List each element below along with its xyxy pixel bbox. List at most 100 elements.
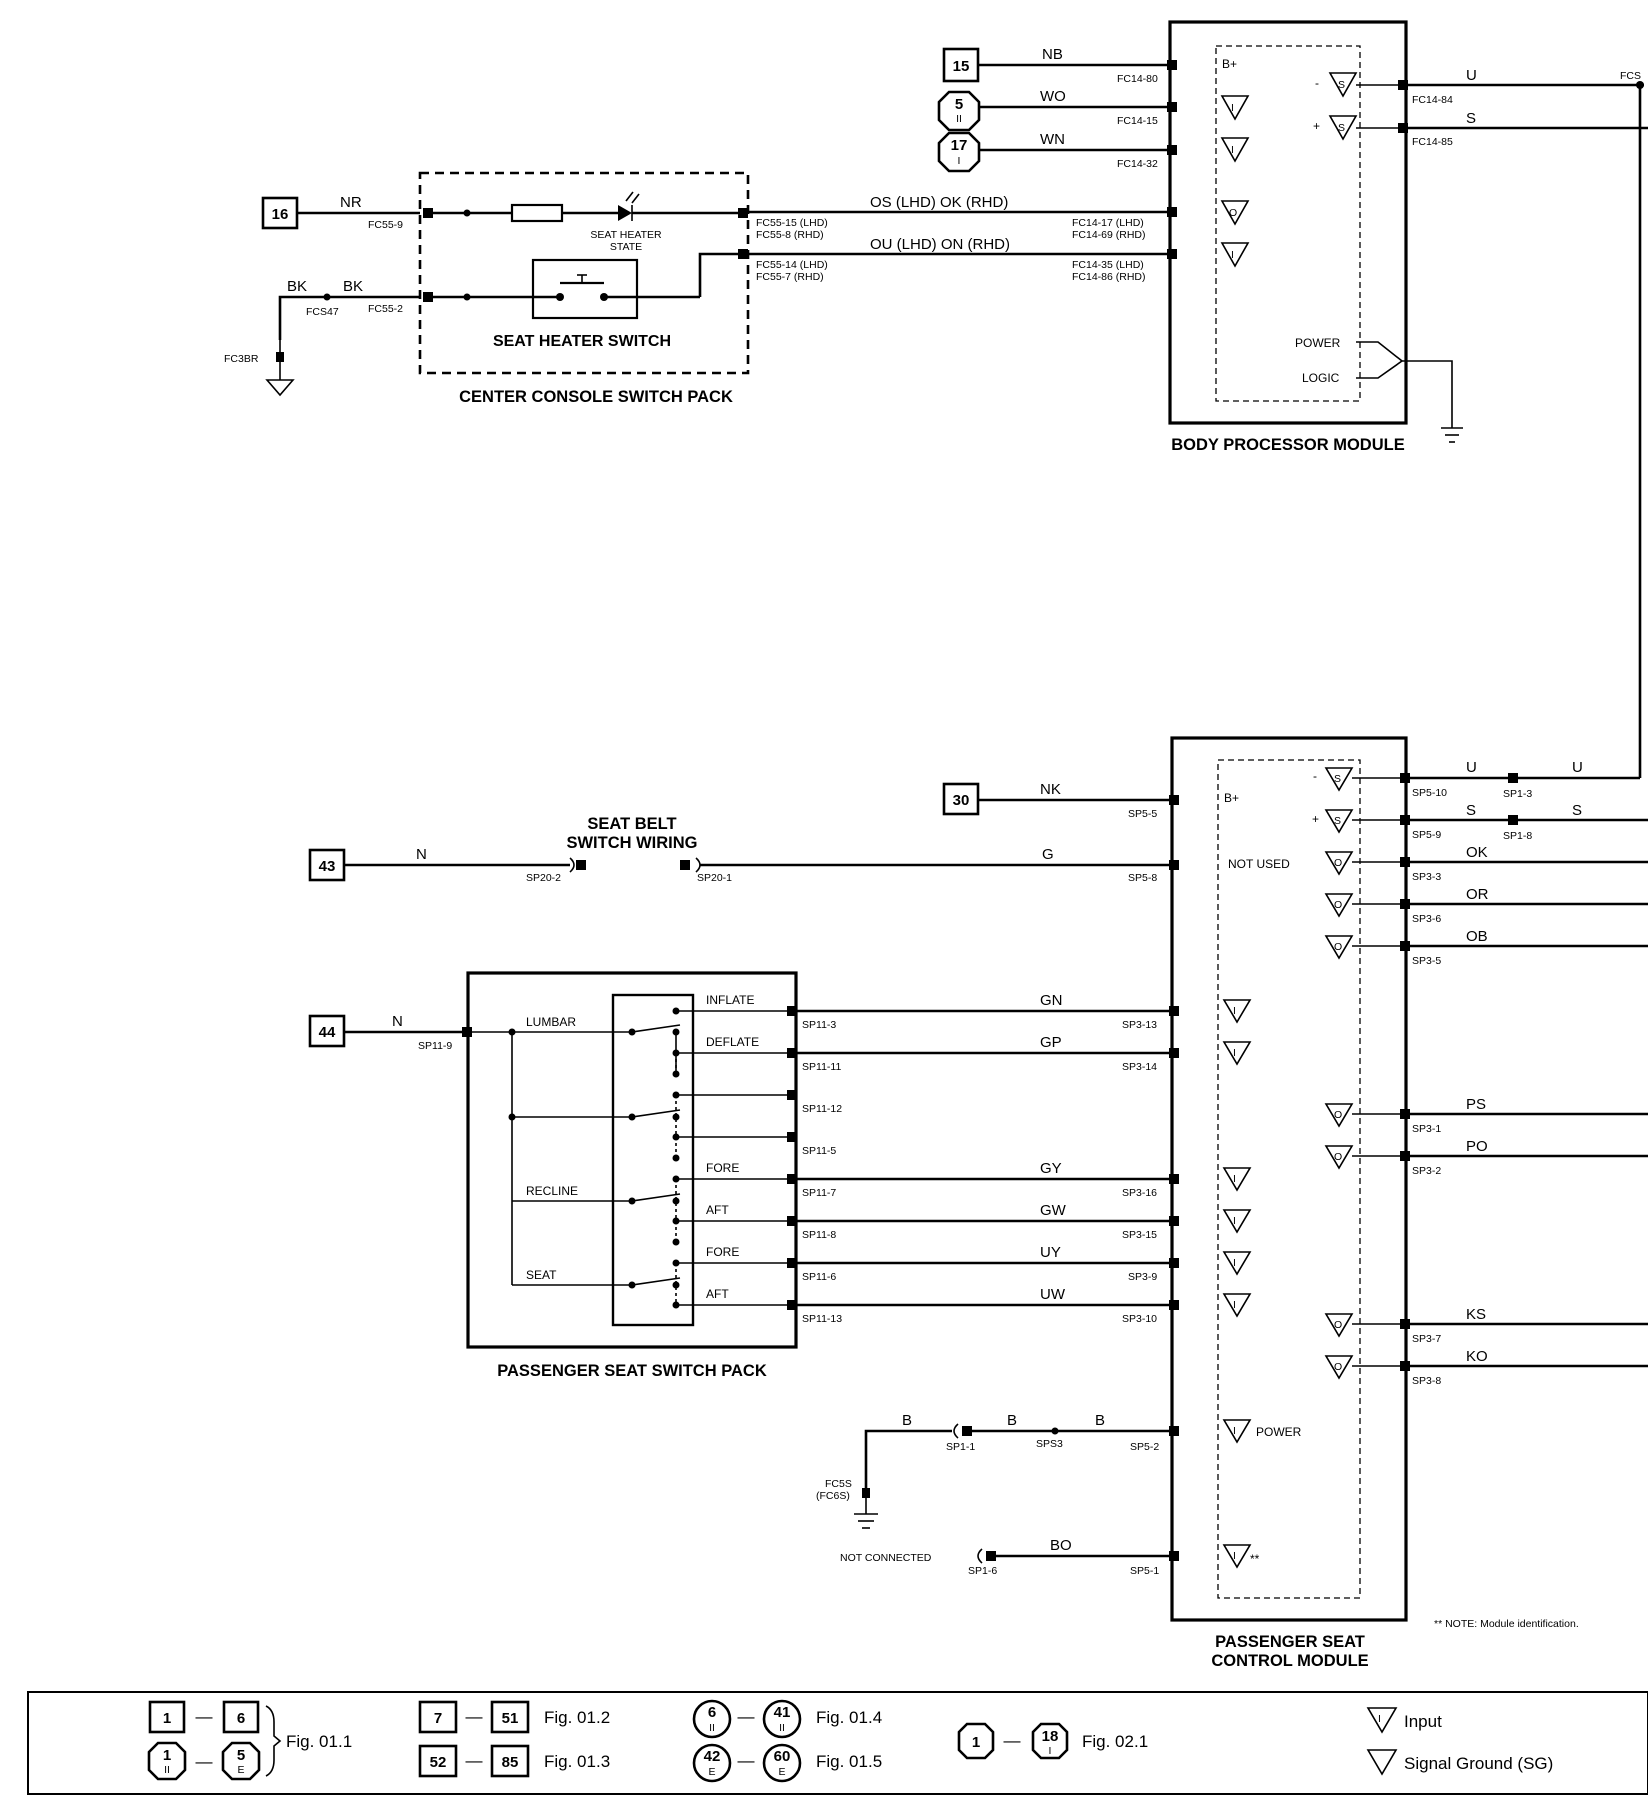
svg-text:SP5-8: SP5-8 bbox=[1128, 872, 1157, 884]
svg-text:OB: OB bbox=[1466, 928, 1488, 945]
svg-text:OR: OR bbox=[1466, 886, 1489, 903]
svg-text:SP11-13: SP11-13 bbox=[802, 1313, 842, 1325]
svg-text:SP5-9: SP5-9 bbox=[1412, 829, 1441, 841]
svg-text:5: 5 bbox=[237, 1747, 245, 1764]
svg-text:WN: WN bbox=[1040, 131, 1065, 148]
svg-text:SP20-1: SP20-1 bbox=[697, 872, 732, 884]
legend-fig-01-4: 6 II — 41 II Fig. 01.4 bbox=[692, 1699, 882, 1739]
svg-text:I: I bbox=[1233, 1047, 1236, 1059]
svg-text:S: S bbox=[1338, 79, 1345, 91]
bpm-right-wires: U FC14-84 FCS S FC14-85 bbox=[1356, 67, 1648, 778]
svg-text:SWITCH WIRING: SWITCH WIRING bbox=[566, 834, 697, 852]
svg-text:-: - bbox=[1313, 769, 1317, 783]
svg-text:—: — bbox=[196, 1707, 213, 1726]
svg-text:I: I bbox=[1378, 1713, 1381, 1725]
bpm-left-wires: NB FC14-80 WO FC14-15 WN FC14-32 OS (LHD… bbox=[749, 46, 1177, 283]
svg-text:SP5-10: SP5-10 bbox=[1412, 787, 1447, 799]
svg-text:Fig. 01.5: Fig. 01.5 bbox=[816, 1752, 882, 1771]
svg-text:WO: WO bbox=[1040, 88, 1066, 105]
svg-text:NK: NK bbox=[1040, 781, 1061, 798]
svg-text:Signal Ground (SG): Signal Ground (SG) bbox=[1404, 1754, 1553, 1773]
svg-text:17: 17 bbox=[951, 137, 968, 154]
ref-box-15: 15 bbox=[942, 47, 980, 83]
svg-text:51: 51 bbox=[502, 1710, 519, 1727]
svg-text:U: U bbox=[1466, 67, 1477, 84]
svg-text:SP11-6: SP11-6 bbox=[802, 1271, 836, 1283]
svg-text:—: — bbox=[196, 1752, 213, 1771]
svg-text:—: — bbox=[466, 1707, 483, 1726]
svg-text:44: 44 bbox=[319, 1024, 336, 1041]
bpm-title: BODY PROCESSOR MODULE bbox=[1171, 436, 1404, 454]
svg-text:S: S bbox=[1466, 802, 1476, 819]
svg-text:BK: BK bbox=[287, 278, 307, 295]
svg-text:FC14-85: FC14-85 bbox=[1412, 136, 1453, 148]
svg-text:18: 18 bbox=[1042, 1728, 1059, 1745]
svg-text:FCS47: FCS47 bbox=[306, 306, 339, 318]
svg-text:N: N bbox=[392, 1013, 403, 1030]
svg-text:U: U bbox=[1572, 759, 1583, 776]
svg-text:SEAT HEATER: SEAT HEATER bbox=[590, 229, 662, 241]
svg-text:O: O bbox=[1334, 1361, 1342, 1373]
svg-text:—: — bbox=[738, 1707, 755, 1726]
svg-text:SP3-15: SP3-15 bbox=[1122, 1229, 1157, 1241]
pssp-contacts: INFLATE DEFLATE FORE AFT FORE AFT SP11-3… bbox=[631, 993, 842, 1325]
body-processor-module: B+ POWER LOGIC BODY PROCESSOR MODULE bbox=[1168, 20, 1463, 454]
svg-text:—: — bbox=[466, 1751, 483, 1770]
svg-text:E: E bbox=[237, 1764, 244, 1776]
svg-text:NOT CONNECTED: NOT CONNECTED bbox=[840, 1552, 932, 1564]
svg-text:SP11-5: SP11-5 bbox=[802, 1145, 836, 1157]
svg-text:FC14-86 (RHD): FC14-86 (RHD) bbox=[1072, 271, 1146, 283]
svg-text:DEFLATE: DEFLATE bbox=[706, 1035, 759, 1049]
svg-text:60: 60 bbox=[774, 1748, 791, 1765]
svg-text:U: U bbox=[1466, 759, 1477, 776]
svg-text:S: S bbox=[1466, 110, 1476, 127]
svg-text:SP3-6: SP3-6 bbox=[1412, 913, 1441, 925]
svg-text:B: B bbox=[1095, 1412, 1105, 1429]
svg-text:SP11-3: SP11-3 bbox=[802, 1019, 836, 1031]
svg-text:FORE: FORE bbox=[706, 1245, 739, 1259]
svg-text:16: 16 bbox=[272, 206, 289, 223]
svg-text:(FC6S): (FC6S) bbox=[816, 1490, 850, 1502]
svg-text:I: I bbox=[1233, 1173, 1236, 1185]
svg-text:SP1-6: SP1-6 bbox=[968, 1565, 997, 1577]
svg-text:—: — bbox=[738, 1751, 755, 1770]
svg-text:II: II bbox=[956, 113, 962, 125]
svg-text:E: E bbox=[708, 1766, 715, 1778]
svg-text:B+: B+ bbox=[1224, 791, 1239, 805]
svg-text:FC14-80: FC14-80 bbox=[1117, 73, 1158, 85]
module-id-note: ** NOTE: Module identification. bbox=[1434, 1618, 1579, 1630]
svg-text:I: I bbox=[1233, 1425, 1236, 1437]
svg-text:AFT: AFT bbox=[706, 1203, 729, 1217]
svg-text:I: I bbox=[1231, 144, 1234, 156]
svg-text:41: 41 bbox=[774, 1704, 791, 1721]
ref-octagon-5: 5 II bbox=[937, 90, 981, 132]
svg-text:43: 43 bbox=[319, 858, 336, 875]
svg-text:SP1-8: SP1-8 bbox=[1503, 830, 1532, 842]
svg-text:PO: PO bbox=[1466, 1138, 1488, 1155]
svg-text:SP5-5: SP5-5 bbox=[1128, 808, 1157, 820]
svg-text:Fig. 01.1: Fig. 01.1 bbox=[286, 1732, 352, 1751]
center-console-switch-pack: CENTER CONSOLE SWITCH PACK SEAT HEATER S… bbox=[418, 171, 750, 406]
svg-text:Fig. 01.3: Fig. 01.3 bbox=[544, 1752, 610, 1771]
svg-text:UY: UY bbox=[1040, 1244, 1061, 1261]
svg-text:SP3-3: SP3-3 bbox=[1412, 871, 1441, 883]
svg-text:52: 52 bbox=[430, 1754, 447, 1771]
svg-text:S: S bbox=[1334, 773, 1341, 785]
ccsp-ref-wires: 16 NR FC55-9 FC55-15 (LHD) FC55-8 (RHD) … bbox=[224, 194, 828, 397]
legend-fig-02-1: 1 — 18 I Fig. 02.1 bbox=[957, 1722, 1148, 1760]
svg-text:I: I bbox=[1233, 1257, 1236, 1269]
svg-text:GW: GW bbox=[1040, 1202, 1067, 1219]
svg-text:FC3BR: FC3BR bbox=[224, 353, 259, 365]
svg-text:5: 5 bbox=[955, 96, 963, 113]
svg-text:OU (LHD) ON (RHD): OU (LHD) ON (RHD) bbox=[870, 236, 1010, 253]
svg-text:SP5-1: SP5-1 bbox=[1130, 1565, 1159, 1577]
svg-text:FC55-9: FC55-9 bbox=[368, 219, 403, 231]
input-triangle-icon bbox=[1366, 1707, 1398, 1734]
passenger-seat-control-module: B+ NOT USED POWER ** PASSENGER SEAT CONT… bbox=[1170, 736, 1408, 1670]
legend-fig-01-3: 52 — 85 Fig. 01.3 bbox=[418, 1744, 610, 1778]
svg-text:—: — bbox=[1004, 1731, 1021, 1750]
svg-text:II: II bbox=[709, 1722, 715, 1734]
svg-text:SP3-10: SP3-10 bbox=[1122, 1313, 1157, 1325]
svg-text:I: I bbox=[1231, 102, 1234, 114]
